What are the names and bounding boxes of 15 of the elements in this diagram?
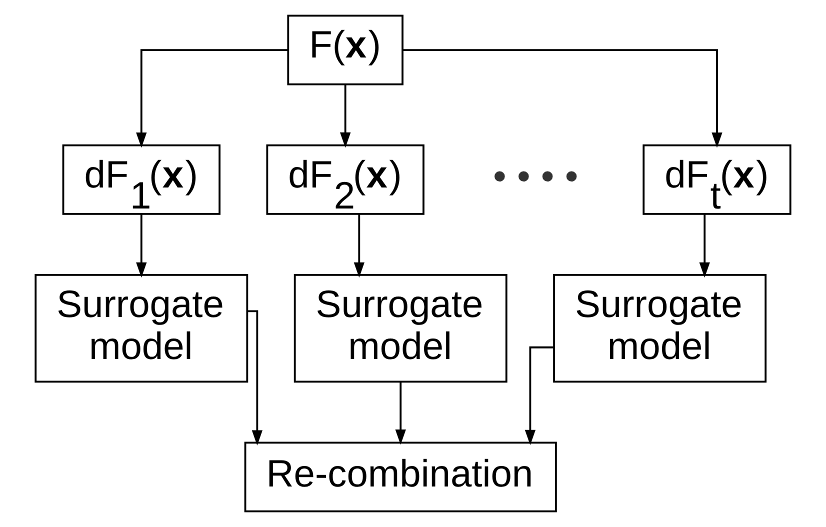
arrow — [340, 84, 351, 148]
node-box: F(x) — [287, 14, 404, 86]
node-box: Surrogate model — [294, 274, 508, 383]
arrow — [395, 382, 406, 445]
arrow — [136, 49, 288, 148]
arrow — [402, 49, 722, 148]
arrow — [354, 214, 364, 278]
arrow — [247, 310, 263, 446]
node-box: Re-combination — [244, 442, 557, 512]
node-box: Surrogate model — [553, 274, 767, 383]
label: • • • • — [493, 156, 578, 198]
node-box: Surrogate model — [34, 274, 248, 383]
arrow — [136, 214, 147, 278]
arrow — [524, 346, 554, 446]
arrow — [699, 214, 710, 278]
